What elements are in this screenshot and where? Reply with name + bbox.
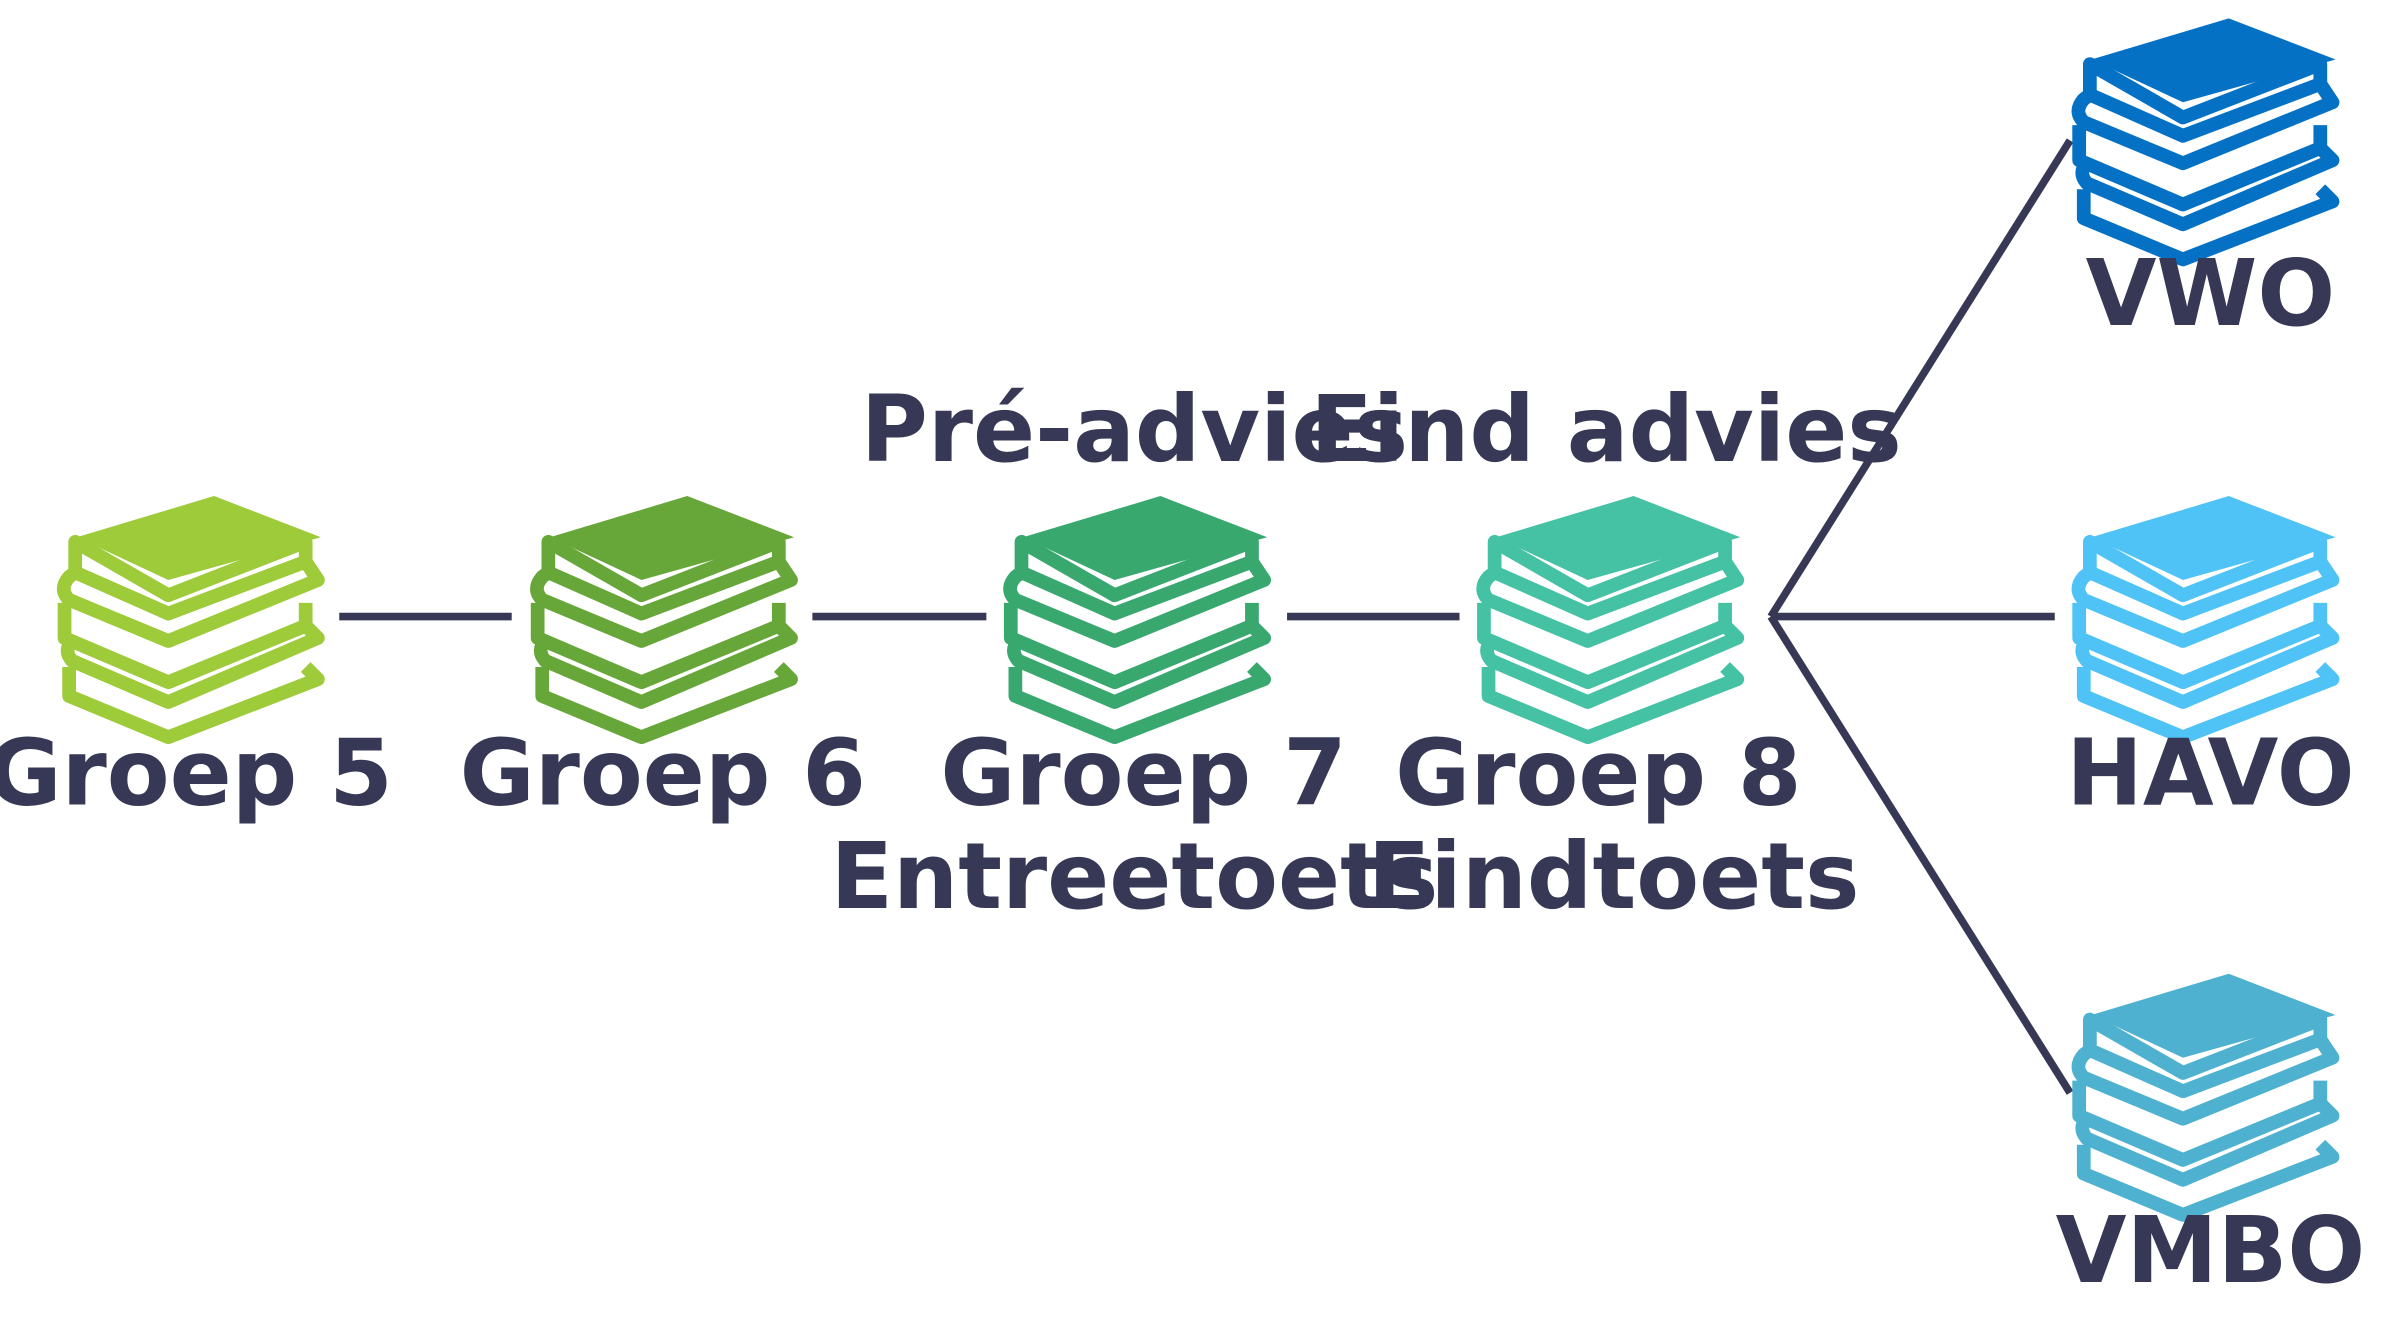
- groep7-above-label: Pré-advies: [861, 376, 1408, 483]
- vwo-label: VWO: [2086, 240, 2336, 347]
- groep8-above-label: Eind advies: [1310, 376, 1902, 483]
- vmbo-label: VMBO: [2056, 1197, 2366, 1304]
- books-icon-groep5: [64, 496, 321, 737]
- node-groep8: Eind advies Groep 8 Eindtoets: [1310, 376, 1902, 930]
- connector-lines: [339, 138, 2074, 1095]
- groep6-label: Groep 6: [460, 719, 866, 826]
- groep8-label: Groep 8: [1395, 719, 1801, 826]
- outcome-vmbo: VMBO: [2056, 974, 2366, 1304]
- groep5-label: Groep 5: [0, 719, 393, 826]
- books-icon-vwo: [2078, 18, 2335, 259]
- connector-groep8-vmbo: [1767, 614, 2074, 1095]
- groep8-below-label: Eindtoets: [1368, 823, 1860, 930]
- havo-label: HAVO: [2066, 719, 2354, 826]
- books-icon-groep6: [537, 496, 794, 737]
- node-groep5: Groep 5: [0, 496, 393, 826]
- books-icon-vmbo: [2078, 974, 2335, 1215]
- node-groep6: Groep 6: [460, 496, 866, 826]
- books-icon-groep8: [1483, 496, 1740, 737]
- node-groep7: Pré-advies Groep 7 Entreetoets: [830, 376, 1438, 930]
- outcome-havo: HAVO: [2066, 496, 2355, 826]
- books-icon-groep7: [1010, 496, 1267, 737]
- groep7-below-label: Entreetoets: [830, 823, 1438, 930]
- connector-groep8-vwo: [1767, 138, 2074, 619]
- outcome-vwo: VWO: [2078, 18, 2335, 347]
- groep7-label: Groep 7: [940, 719, 1346, 826]
- books-icon-havo: [2078, 496, 2335, 737]
